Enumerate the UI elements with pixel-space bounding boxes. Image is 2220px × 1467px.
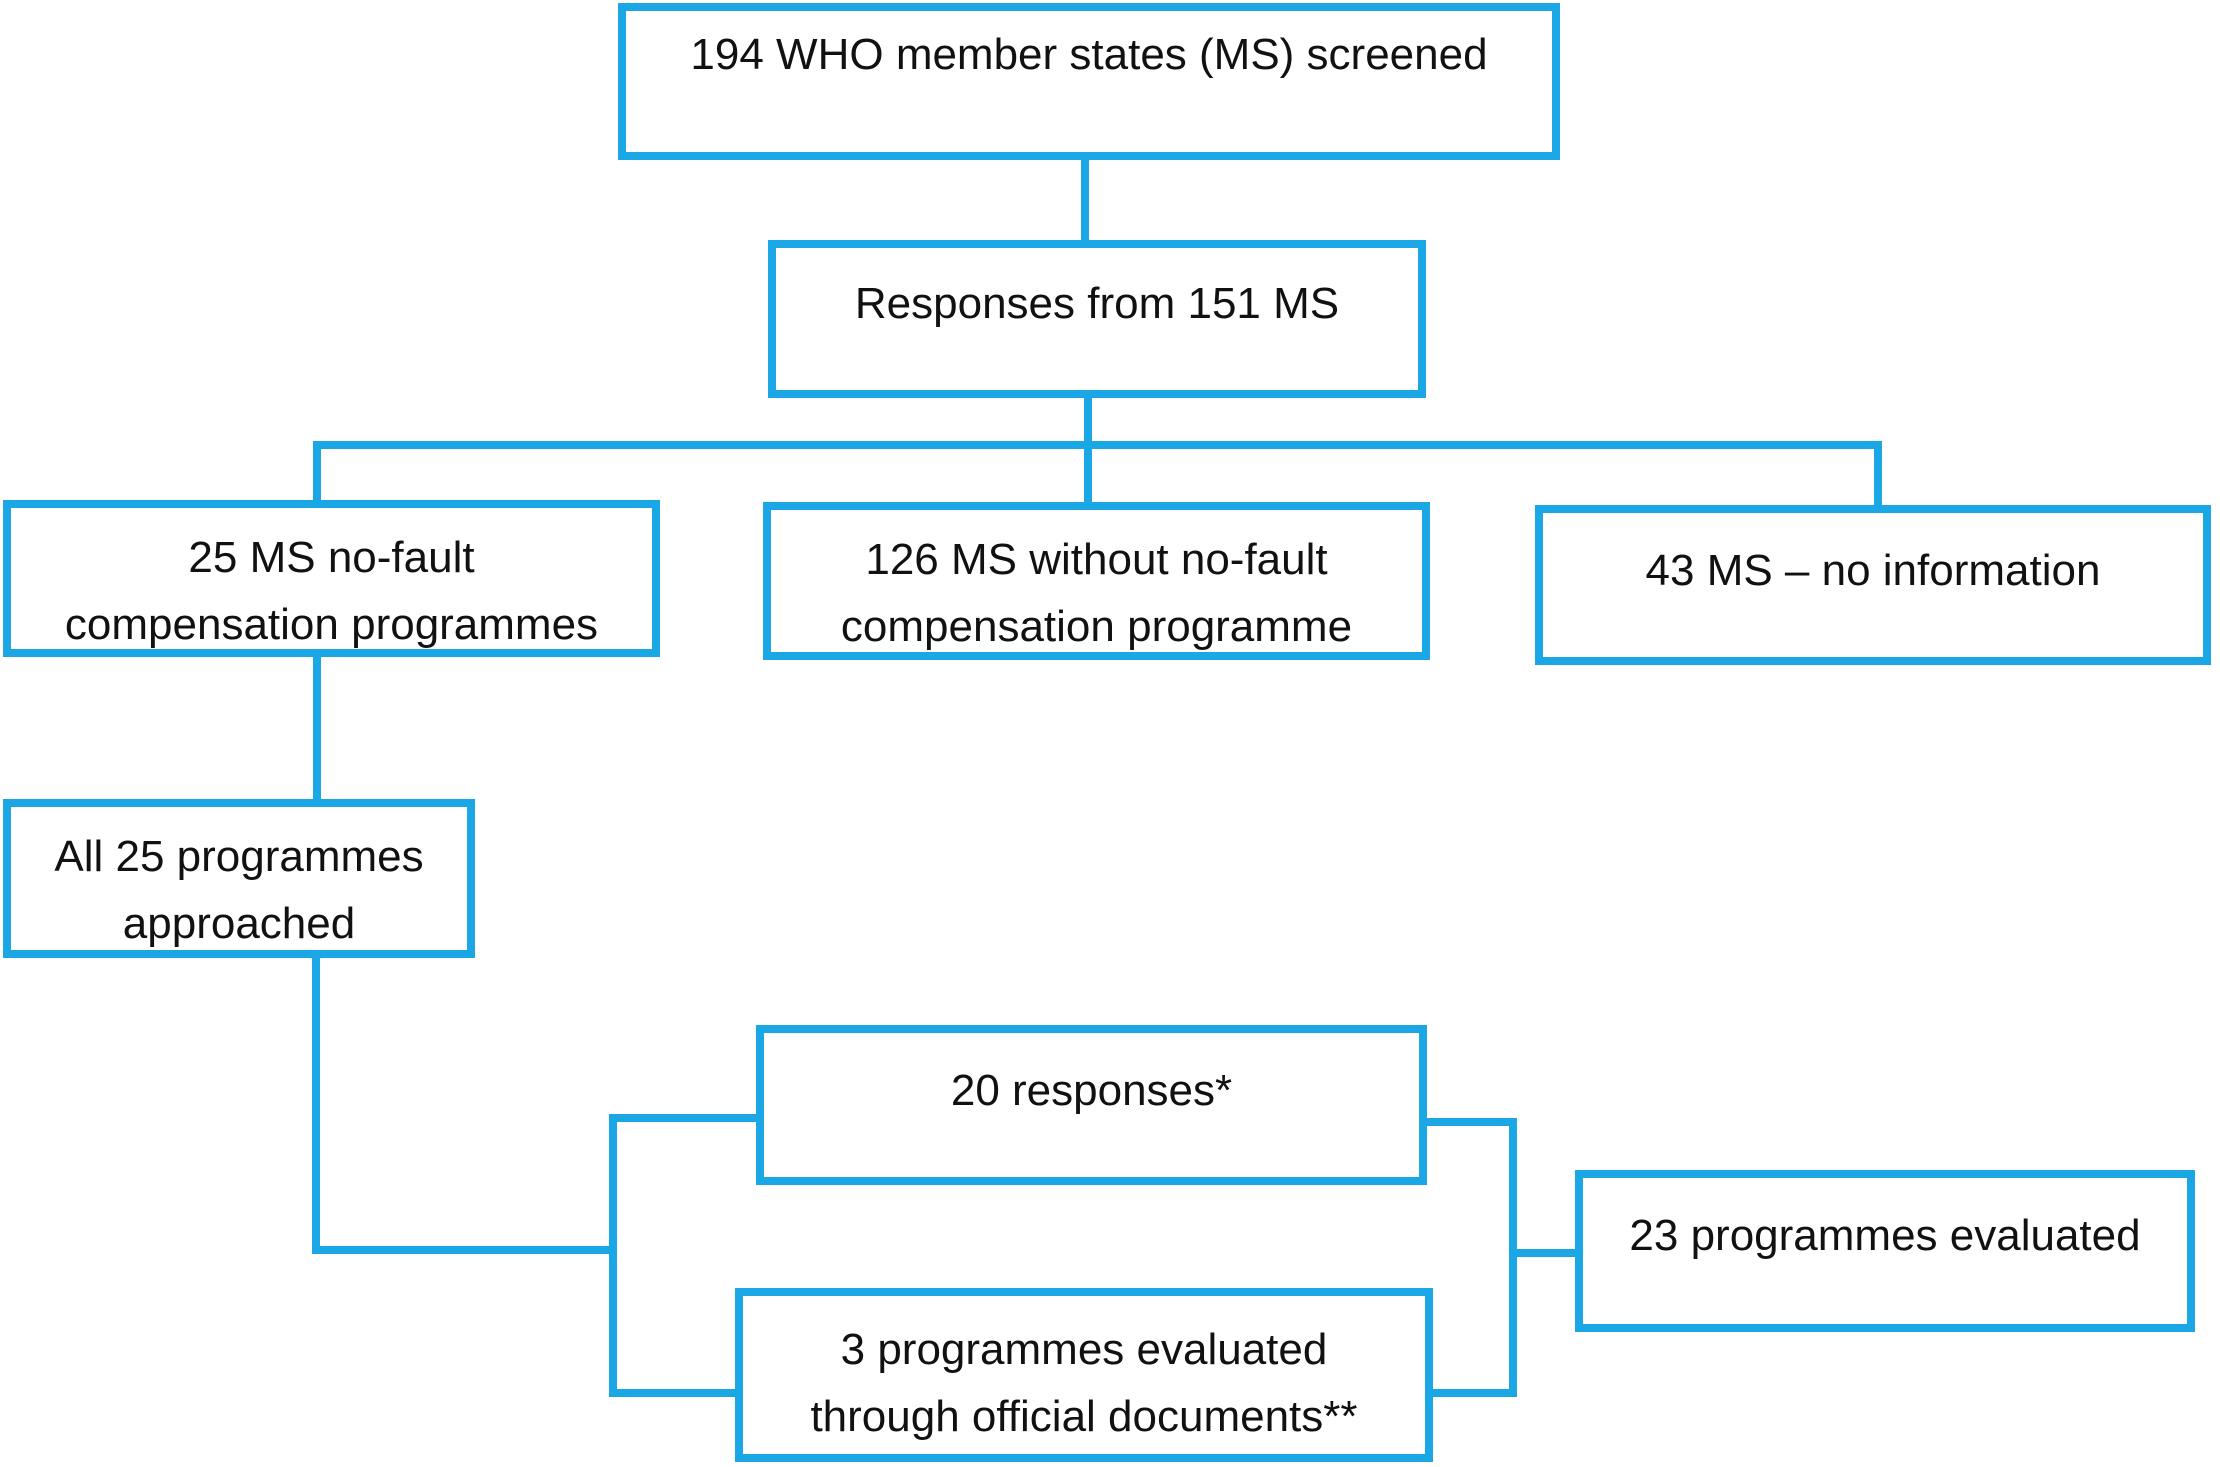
- right-bracket-vertical: [1509, 1118, 1517, 1397]
- connector-3programmes-to-right-bracket: [1433, 1389, 1517, 1397]
- node-3-programmes-official-documents: 3 programmes evaluated through official …: [735, 1288, 1433, 1462]
- left-bracket-vertical: [609, 1114, 617, 1397]
- node-25-ms-no-fault-programmes: 25 MS no-fault compensation programmes: [3, 500, 660, 657]
- node-23-programmes-evaluated: 23 programmes evaluated: [1575, 1170, 2195, 1332]
- connector-responses-to-middle: [1084, 398, 1092, 502]
- connector-splitter-horizontal: [313, 441, 1882, 449]
- node-label-line1: 3 programmes evaluated: [840, 1325, 1328, 1374]
- node-responses-from-151-ms: Responses from 151 MS: [768, 240, 1426, 398]
- node-label: 20 responses*: [950, 1066, 1233, 1115]
- node-20-responses: 20 responses*: [756, 1025, 1427, 1185]
- connector-approached-elbow-horizontal: [312, 1246, 617, 1254]
- left-bracket-to-20responses: [609, 1114, 756, 1122]
- node-label-line2: approached: [122, 899, 356, 948]
- node-126-ms-without-no-fault: 126 MS without no-fault compensation pro…: [763, 502, 1430, 660]
- connector-splitter-to-right-box: [1874, 441, 1882, 505]
- node-label: Responses from 151 MS: [854, 279, 1340, 328]
- node-label-line2: compensation programme: [840, 602, 1353, 651]
- node-194-who-member-states-screened: 194 WHO member states (MS) screened: [618, 3, 1560, 160]
- node-label: 43 MS – no information: [1645, 546, 2101, 595]
- connector-nofault-to-approached: [313, 657, 321, 799]
- left-bracket-to-3programmes: [609, 1389, 735, 1397]
- node-label-line2: compensation programmes: [64, 600, 599, 649]
- connector-20responses-to-right-bracket: [1427, 1118, 1517, 1126]
- node-label-line2: through official documents**: [810, 1392, 1358, 1441]
- node-label-line1: All 25 programmes: [54, 832, 424, 881]
- connector-splitter-to-left-box: [313, 441, 321, 500]
- node-label: 23 programmes evaluated: [1629, 1211, 2141, 1260]
- node-label-line1: 25 MS no-fault: [188, 533, 475, 582]
- connector-approached-drop: [312, 958, 320, 1254]
- node-43-ms-no-information: 43 MS – no information: [1535, 505, 2211, 665]
- node-label-line1: 126 MS without no-fault: [865, 535, 1328, 584]
- right-bracket-to-23evaluated: [1509, 1249, 1575, 1257]
- node-all-25-programmes-approached: All 25 programmes approached: [3, 799, 475, 958]
- node-label: 194 WHO member states (MS) screened: [690, 30, 1488, 79]
- connector-screened-to-responses: [1081, 160, 1089, 240]
